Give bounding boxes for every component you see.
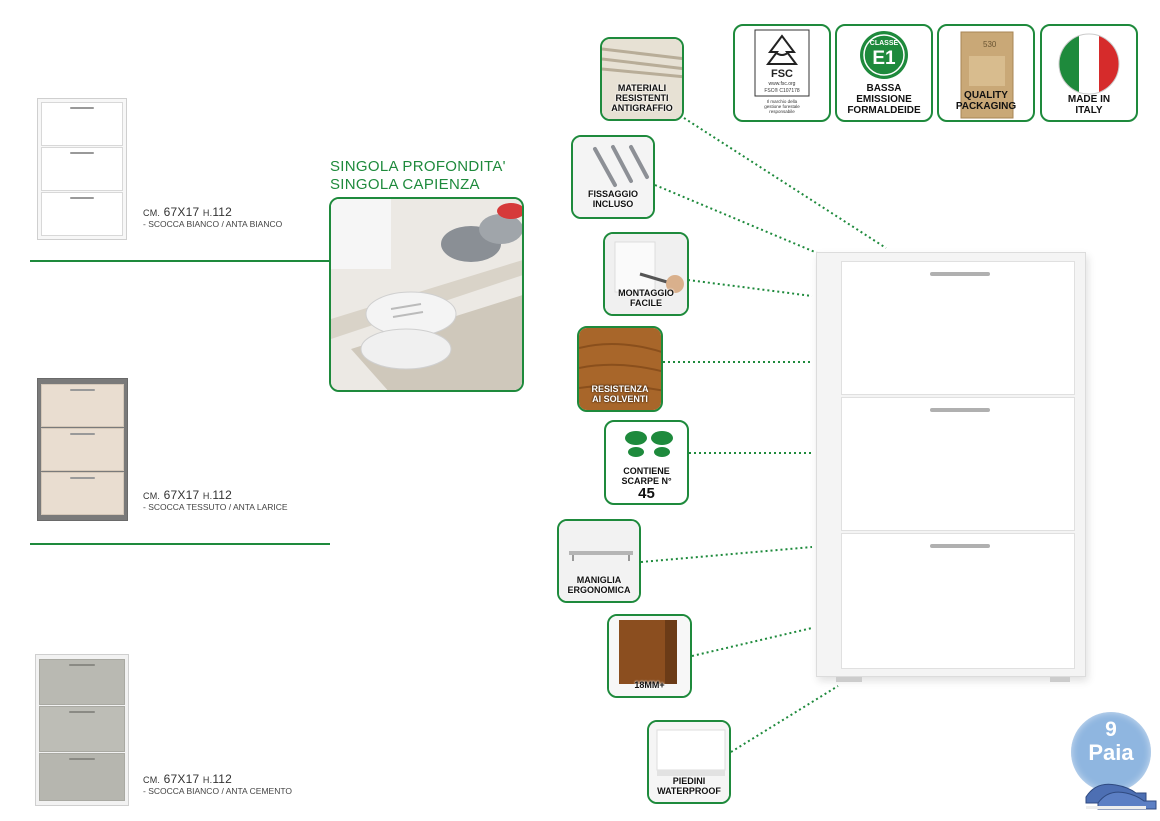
quality-packaging-badge: 530 QUALITY PACKAGING xyxy=(937,24,1035,122)
italy-caption: MADE IN ITALY xyxy=(1067,94,1111,116)
product-2-info: CM. 67X17 H.112 - SCOCCA TESSUTO / ANTA … xyxy=(143,488,288,512)
e1-caption: BASSA EMISSIONE FORMALDEIDE xyxy=(847,83,921,116)
door xyxy=(41,472,124,515)
product-thumbnail-bianco xyxy=(37,98,127,240)
feature-solventi: RESISTENZA AI SOLVENTI xyxy=(577,326,663,412)
product-3-finish: - SCOCCA BIANCO / ANTA CEMENTO xyxy=(143,786,292,796)
feature-title-line2: SINGOLA CAPIENZA xyxy=(330,176,480,193)
door xyxy=(41,428,124,471)
feature-piedini: PIEDINI WATERPROOF xyxy=(647,720,731,804)
cabinet-door-top xyxy=(841,261,1075,395)
feature-scarpe-45: CONTIENE SCARPE N° 45 xyxy=(604,420,689,505)
cabinet-door-bottom xyxy=(841,533,1075,669)
quality-caption: QUALITY PACKAGING xyxy=(955,90,1017,112)
e1-label: E1 xyxy=(872,48,896,69)
fissaggio-caption: FISSAGGIO INCLUSO xyxy=(587,189,638,209)
e1-classe: CLASSE xyxy=(869,40,899,47)
fsc-certification-badge: FSC www.fsc.org FSC® C107178 Il marchio … xyxy=(733,24,831,122)
18mm-caption: 18MM+ xyxy=(634,680,665,690)
product-1-info: CM. 67X17 H.112 - SCOCCA BIANCO / ANTA B… xyxy=(143,205,282,229)
waterproof-feet-icon xyxy=(649,722,729,802)
scarpe-caption: CONTIENE SCARPE N° 45 xyxy=(621,466,672,502)
capacity-unit: Paia xyxy=(1088,740,1134,765)
feature-18mm: 18MM+ xyxy=(607,614,692,698)
product-1-dims: CM. 67X17 H.112 xyxy=(143,205,233,219)
feature-title: SINGOLA PROFONDITA' SINGOLA CAPIENZA xyxy=(330,158,506,194)
product-thumbnail-larice xyxy=(37,378,128,521)
feature-maniglia: MANIGLIA ERGONOMICA xyxy=(557,519,641,603)
made-in-italy-badge: MADE IN ITALY xyxy=(1040,24,1138,122)
divider-line xyxy=(30,260,330,262)
antigraffio-caption: MATERIALI RESISTENTI ANTIGRAFFIO xyxy=(611,83,673,113)
product-2-dims: CM. 67X17 H.112 xyxy=(143,488,233,502)
fsc-text: FSC xyxy=(771,68,793,80)
cardboard-box-icon xyxy=(960,31,1014,119)
divider-line xyxy=(30,543,330,545)
box-code: 530 xyxy=(983,40,997,49)
panel-thickness-icon xyxy=(609,616,690,696)
feature-photo xyxy=(329,197,524,392)
cabinet-foot-right xyxy=(1050,677,1070,682)
screws-icon xyxy=(573,137,653,217)
capacity-badge: 9 Paia xyxy=(1071,712,1151,792)
e1-circle-icon xyxy=(860,31,908,79)
maniglia-caption: MANIGLIA ERGONOMICA xyxy=(567,575,631,595)
fsc-note: Il marchio della gestione forestale resp… xyxy=(764,99,800,114)
door xyxy=(39,753,125,801)
montaggio-caption: MONTAGGIO FACILE xyxy=(618,288,674,308)
door xyxy=(39,706,125,752)
product-3-info: CM. 67X17 H.112 - SCOCCA BIANCO / ANTA C… xyxy=(143,772,292,796)
cabinet-foot-left xyxy=(836,677,862,682)
cabinet-door-middle xyxy=(841,397,1075,531)
capacity-number: 9 xyxy=(1105,718,1117,741)
fsc-url: www.fsc.org xyxy=(768,81,796,87)
door xyxy=(39,659,125,705)
solventi-caption: RESISTENZA AI SOLVENTI xyxy=(591,384,649,404)
handle-icon xyxy=(559,521,639,601)
product-2-finish: - SCOCCA TESSUTO / ANTA LARICE xyxy=(143,502,288,512)
italy-flag-icon xyxy=(1058,33,1120,95)
door xyxy=(41,147,123,191)
door xyxy=(41,384,124,427)
main-product-cabinet xyxy=(816,252,1086,677)
feature-antigraffio: MATERIALI RESISTENTI ANTIGRAFFIO xyxy=(600,37,684,121)
fsc-code: FSC® C107178 xyxy=(764,88,800,94)
feature-title-line1: SINGOLA PROFONDITA' xyxy=(330,158,506,175)
feature-fissaggio: FISSAGGIO INCLUSO xyxy=(571,135,655,219)
product-3-dims: CM. 67X17 H.112 xyxy=(143,772,233,786)
classe-e1-badge: CLASSE E1 BASSA EMISSIONE FORMALDEIDE xyxy=(835,24,933,122)
footprints-icon xyxy=(625,431,673,457)
door xyxy=(41,192,123,236)
door xyxy=(41,102,123,146)
shoes-on-rack-illustration xyxy=(331,199,522,390)
piedini-caption: PIEDINI WATERPROOF xyxy=(657,776,721,796)
product-thumbnail-cemento xyxy=(35,654,129,806)
screwdriver-icon xyxy=(605,234,687,314)
wood-texture-icon xyxy=(579,328,661,410)
fsc-tree-icon xyxy=(754,29,810,97)
sneakers-icon xyxy=(1085,783,1157,810)
feature-montaggio: MONTAGGIO FACILE xyxy=(603,232,689,316)
material-layers-icon xyxy=(602,39,682,119)
product-1-finish: - SCOCCA BIANCO / ANTA BIANCO xyxy=(143,219,283,229)
